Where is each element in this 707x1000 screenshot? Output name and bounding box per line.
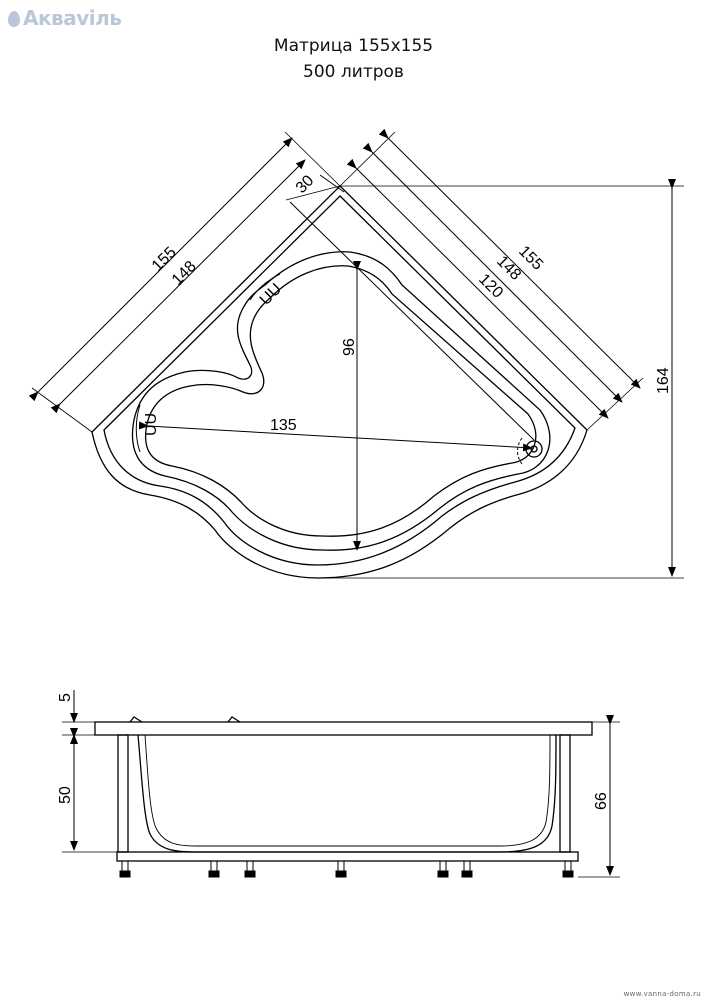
ext-right-bottom <box>586 377 644 431</box>
dim-corner-tick <box>285 185 341 201</box>
side-frame-post-left <box>117 734 129 853</box>
dim-right-bowl-label: 120 <box>475 271 506 302</box>
dim-depth-label: 96 <box>341 338 358 356</box>
side-frame-post-right <box>559 734 571 853</box>
side-feet <box>119 860 574 878</box>
diagonal-line <box>138 421 533 452</box>
water-drop-icon <box>8 11 20 27</box>
dim-right-inner-line <box>362 142 623 403</box>
dim-side-total-label: 66 <box>593 792 610 810</box>
dim-side-rim-label: 5 <box>57 693 74 702</box>
drain-outer-circle <box>525 440 543 458</box>
brand-logo: Акваviль <box>8 6 122 30</box>
ext-left-top <box>284 131 341 187</box>
dim-right-bowl-line <box>346 158 609 419</box>
top-view <box>28 128 684 579</box>
side-rim <box>94 721 593 736</box>
side-view <box>62 690 620 878</box>
bowl-diagonal-line <box>289 201 535 441</box>
dim-side-depth-label: 50 <box>57 786 74 804</box>
ext-left-bottom <box>31 387 93 433</box>
dim-corner-line <box>319 174 345 193</box>
dim-left-inner-label: 148 <box>169 258 200 289</box>
side-bottom-frame <box>116 851 579 862</box>
dim-height-label: 164 <box>655 367 672 394</box>
volume-subtitle: 500 литров <box>303 62 404 82</box>
side-headrest-left <box>129 716 143 723</box>
headrest-top-label: UU <box>257 280 285 308</box>
headrest-left-label: UU <box>143 413 160 436</box>
inner-rim-outline <box>103 195 576 566</box>
source-watermark: www.vanna-doma.ru <box>623 990 701 998</box>
side-tub-body <box>137 734 557 853</box>
product-title: Матрица 155х155 <box>273 36 434 56</box>
side-tub-inner <box>144 734 551 847</box>
brand-logo-text: Акваviль <box>23 6 122 30</box>
dim-diagonal-label: 135 <box>270 417 297 434</box>
dim-left-inner-line <box>50 159 306 414</box>
ext-right-top <box>339 131 396 187</box>
side-headrest-right <box>227 716 241 723</box>
